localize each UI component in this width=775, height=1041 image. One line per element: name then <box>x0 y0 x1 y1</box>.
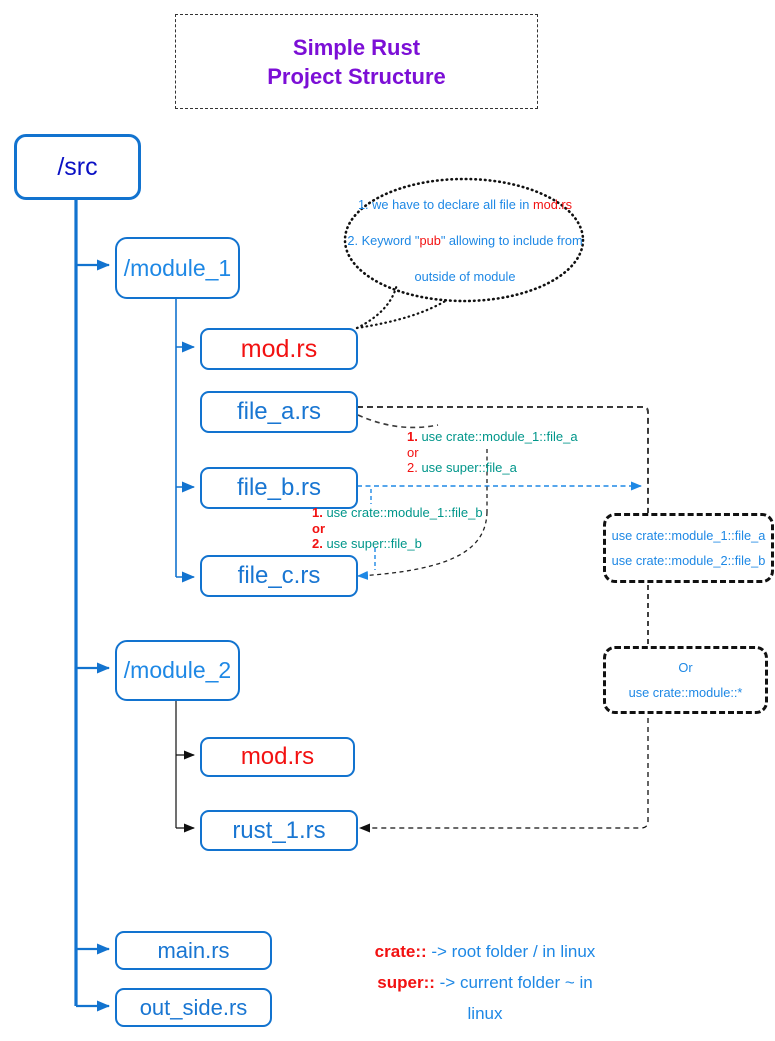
node-module-2: /module_2 <box>115 640 240 701</box>
legend-super-line: super:: -> current folder ~ in <box>345 967 625 998</box>
note-a-line-1: 1. use crate::module_1::file_a <box>407 429 578 445</box>
legend: crate:: -> root folder / in linux super:… <box>345 936 625 1029</box>
note-a-text-1: use crate::module_1::file_a <box>417 429 578 444</box>
note-use-file-a: 1. use crate::module_1::file_a or 2. use… <box>407 429 578 476</box>
title-line-2: Project Structure <box>267 63 446 89</box>
note-a-line-2: 2. use super::file_a <box>407 460 578 476</box>
node-module-1: /module_1 <box>115 237 240 299</box>
title-line-1: Simple Rust <box>292 34 421 60</box>
box-use-statements: use crate::module_1::file_a use crate::m… <box>603 513 774 583</box>
bubble-line-2-pre: 2. Keyword " <box>347 233 420 248</box>
bubble-line-2-keyword: pub <box>419 233 441 248</box>
box-use-line-2: use crate::module_2::file_b <box>611 553 766 568</box>
connector-curve-into-filec <box>357 511 488 580</box>
bubble-line-2-post: " allowing to include from <box>440 233 583 248</box>
legend-crate-text: -> root folder / in linux <box>426 942 596 961</box>
note-a-or: or <box>407 444 419 460</box>
note-a-text-2: use super::file_a <box>417 460 517 475</box>
diagram-title-box: Simple Rust Project Structure <box>175 14 538 109</box>
legend-super-text: -> current folder ~ in <box>434 973 593 992</box>
bubble-line-3: outside of module <box>414 269 516 284</box>
note-b-num-1: 1. <box>312 505 323 520</box>
bubble-line-1-text: 1. we have to declare all file in <box>357 197 533 212</box>
node-out-side-rs: out_side.rs <box>115 988 272 1027</box>
legend-super-keyword: super:: <box>377 973 435 992</box>
node-mod-rs-1: mod.rs <box>200 328 358 370</box>
note-b-num-2: 2. <box>312 536 323 551</box>
node-file-a: file_a.rs <box>200 391 358 433</box>
node-file-b: file_b.rs <box>200 467 358 509</box>
legend-crate-line: crate:: -> root folder / in linux <box>345 936 625 967</box>
node-mod-rs-2: mod.rs <box>200 737 355 777</box>
box-or-wildcard: Or use crate::module::* <box>603 646 768 714</box>
note-b-text-2: use super::file_b <box>322 536 422 551</box>
node-file-c: file_c.rs <box>200 555 358 597</box>
speech-bubble-text: 1. we have to declare all file in mod.rs… <box>346 197 584 305</box>
connector-boxor-rust1 <box>359 709 649 833</box>
note-use-file-b: 1. use crate::module_1::file_b or 2. use… <box>312 505 483 552</box>
bubble-line-1-file: mod.rs <box>532 197 573 212</box>
bubble-line-2: 2. Keyword "pub" allowing to include fro… <box>346 233 584 249</box>
note-b-line-2: 2. use super::file_b <box>312 536 483 552</box>
box-use-line-1: use crate::module_1::file_a <box>611 528 766 543</box>
speech-bubble-tail-right <box>355 298 449 330</box>
speech-bubble-tail-left <box>355 282 399 330</box>
legend-super-line-2: linux <box>467 1004 503 1023</box>
speech-bubble-outline <box>343 177 585 303</box>
box-or-line-2: use crate::module::* <box>628 684 743 700</box>
bubble-line-1: 1. we have to declare all file in mod.rs <box>346 197 584 213</box>
node-src: /src <box>14 134 141 200</box>
connector-filea-curve <box>357 414 439 429</box>
legend-crate-keyword: crate:: <box>374 942 427 961</box>
note-a-num-2: 2. <box>407 460 418 475</box>
note-b-or: or <box>312 520 325 536</box>
note-b-text-1: use crate::module_1::file_b <box>322 505 483 520</box>
node-rust-1: rust_1.rs <box>200 810 358 851</box>
node-main-rs: main.rs <box>115 931 272 970</box>
box-or-line-1: Or <box>678 660 693 676</box>
connector-filea-elbow <box>357 406 649 513</box>
note-b-line-1: 1. use crate::module_1::file_b <box>312 505 483 521</box>
note-a-num-1: 1. <box>407 429 418 444</box>
